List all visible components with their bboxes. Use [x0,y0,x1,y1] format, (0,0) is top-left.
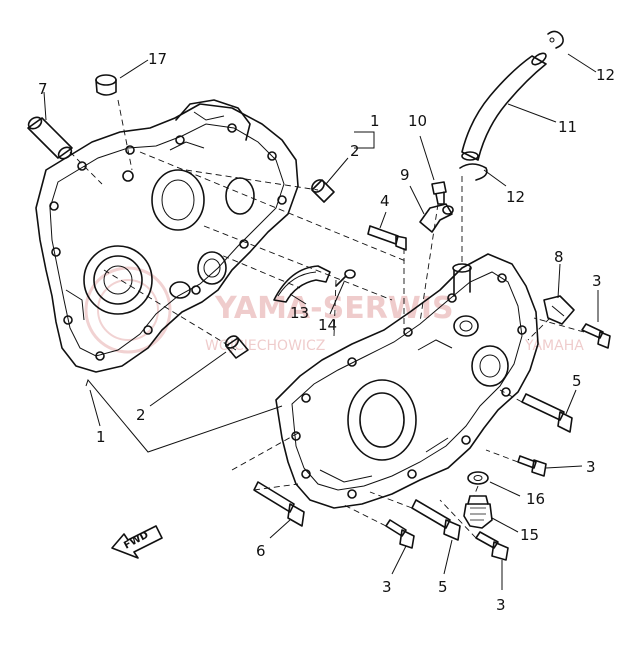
callout-17: 17 [148,50,167,68]
callout-12-top: 12 [596,66,615,84]
right-crankcase [275,253,539,509]
bolt-part-3-mid [517,455,547,477]
washer-part-16 [467,471,489,485]
bolt-part-5-lower [411,499,461,541]
bolt-part-6 [253,481,305,527]
plug-part [95,74,117,96]
callout-1-lower: 1 [96,428,106,446]
dowel-collar-lower [224,335,249,359]
dowel-collar-upper [311,179,335,203]
callout-16: 16 [526,490,545,508]
callout-7: 7 [38,80,48,98]
callout-4: 4 [380,192,390,210]
dowel-pin-part [27,116,73,160]
callout-3-lower-left: 3 [382,578,392,596]
callout-1-top: 1 [370,112,380,130]
bolt-part-10 [431,181,447,205]
callout-6: 6 [256,542,266,560]
bolt-part-3-lower-right [475,531,509,561]
callout-10: 10 [408,112,427,130]
callout-3-right: 3 [592,272,602,290]
callout-12-mid: 12 [506,188,525,206]
callout-3-mid: 3 [586,458,596,476]
hose-clip-lower [459,163,488,181]
watermark-make: YAMAHA [524,338,584,354]
callout-11: 11 [558,118,577,136]
forward-arrow: FWD [111,525,163,559]
callout-5-upper: 5 [572,372,582,390]
callout-labels: 17 7 1 2 10 9 12 11 12 4 8 3 13 14 5 2 1… [38,50,615,614]
breather-elbow-part [419,203,454,233]
bolt-part-3-right [581,323,611,349]
clip-part-8 [543,295,575,325]
breather-hose-part [461,52,547,161]
watermark-owner: WOJCIECHOWICZ [205,338,325,354]
left-crankcase [35,99,299,373]
screw-part-14 [335,269,356,287]
callout-3-lower-right: 3 [496,596,506,614]
bolt-part-4 [367,225,407,251]
alignment-lines [69,99,585,539]
callout-5-lower: 5 [438,578,448,596]
callout-15: 15 [520,526,539,544]
bolt-part-5-upper [521,393,573,433]
drain-plug-part [463,495,493,529]
bolt-part-3-lower-left [385,519,415,549]
callout-2-top: 2 [350,142,360,160]
callout-14: 14 [318,316,337,334]
callout-13: 13 [290,304,309,322]
leader-lines [43,53,599,590]
forward-label: FWD [122,530,150,552]
callout-2-lower: 2 [136,406,146,424]
callout-8: 8 [554,248,564,266]
callout-9: 9 [400,166,410,184]
hose-clip-upper [547,30,564,49]
retainer-plate-part [273,265,331,303]
